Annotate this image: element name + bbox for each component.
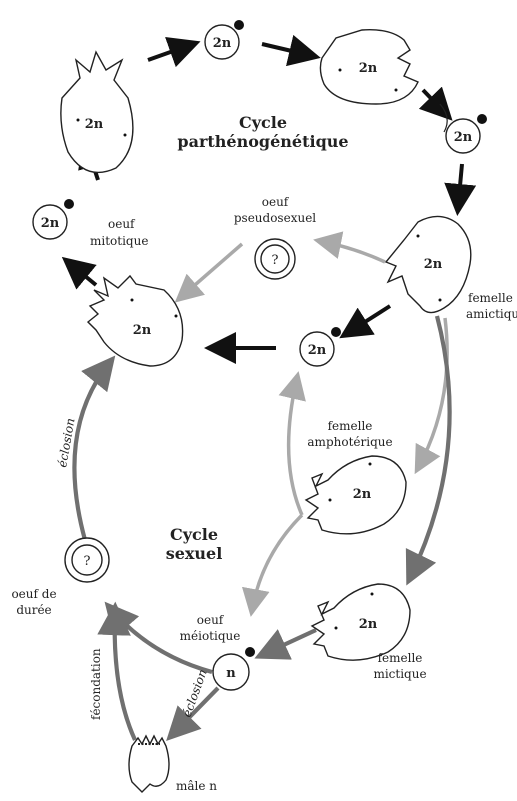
arrow-amphoteric-to-meiotic-egg <box>241 513 304 617</box>
arrow-mictic-to-meiotic-egg <box>254 628 317 660</box>
ploidy-label: 2n <box>353 487 372 502</box>
male-rotifer <box>128 734 170 793</box>
ploidy-label: 2n <box>424 257 443 272</box>
label-femelle-mictique: femelle mictique <box>373 651 426 681</box>
parthenogenetic-arrows <box>61 34 477 364</box>
arrow-amictic-to-pseudosexual-egg <box>313 231 386 264</box>
arrow-female-to-mitotic-egg <box>61 256 98 290</box>
label-line: femelle <box>378 651 423 665</box>
arrow-amictic-to-amphoteric <box>414 317 449 475</box>
question-mark: ? <box>272 253 279 268</box>
label-line: mitotique <box>90 234 148 248</box>
label-line: oeuf <box>197 613 225 627</box>
arrow-female-to-egg-top <box>147 36 201 68</box>
female-center: 2n <box>86 274 184 367</box>
label-line: femelle <box>328 419 373 433</box>
label-line: pseudosexuel <box>234 211 316 225</box>
divider-arc <box>439 103 448 133</box>
ploidy-label: 2n <box>308 343 327 358</box>
label-line: mictique <box>373 667 426 681</box>
label-line: amphotérique <box>307 435 392 449</box>
ploidy-label: 2n <box>85 117 104 132</box>
label-line: oeuf <box>262 195 290 209</box>
arrow-egg-to-amictic-female <box>444 163 477 216</box>
label-male: mâle n <box>176 779 217 793</box>
egg-mitotic: 2n <box>32 199 74 240</box>
label-sexual-cycle: Cycle sexuel <box>166 525 223 563</box>
arrow-male-fertilization <box>97 601 137 741</box>
label-line: femelle <box>468 291 513 305</box>
ploidy-label: 2n <box>41 216 60 231</box>
label-oeuf-de-duree: oeuf de durée <box>11 587 56 617</box>
label-oeuf-meiotique: oeuf méiotique <box>180 613 241 643</box>
cycle-title-line1: Cycle <box>239 113 287 132</box>
female-amictic: 2n <box>384 215 472 314</box>
label-line: amictique <box>466 307 517 321</box>
label-oeuf-pseudosexuel: oeuf pseudosexuel <box>234 195 316 225</box>
female-amphoteric: 2n <box>304 455 407 535</box>
ploidy-label: n <box>226 666 236 681</box>
sexual-arrows <box>72 315 452 742</box>
ploidy-label: 2n <box>213 36 232 51</box>
arrow-meiotic-to-male <box>166 686 220 742</box>
sexual-cycle-line2: sexuel <box>166 544 223 563</box>
sexual-cycle-line1: Cycle <box>170 525 218 544</box>
cycle-title-line2: parthénogénétique <box>177 132 348 151</box>
female-mictic: 2n <box>310 583 411 661</box>
egg-top: 2n <box>204 20 244 60</box>
label-fecondation: fécondation <box>89 648 103 720</box>
question-mark: ? <box>84 554 91 569</box>
ploidy-label: 2n <box>359 61 378 76</box>
label-line: durée <box>16 603 51 617</box>
egg-meiotic: n <box>212 647 255 691</box>
label-line: oeuf <box>108 217 136 231</box>
female-top-right: 2n <box>319 29 419 105</box>
arrow-female-to-egg-right <box>418 86 453 121</box>
amphoteric-arrows <box>174 231 449 617</box>
egg-right: 2n <box>445 114 487 154</box>
egg-resting: ? <box>64 537 110 583</box>
label-eclosion-bottom: éclosion <box>180 667 210 719</box>
ploidy-label: 2n <box>133 323 152 338</box>
ploidy-label: 2n <box>359 617 378 632</box>
label-line: méiotique <box>180 629 241 643</box>
female-top-left: 2n <box>60 50 134 174</box>
arrow-amphoteric-to-egg <box>278 371 306 516</box>
label-parthenogenetic-cycle: Cycle parthénogénétique <box>177 113 348 151</box>
ploidy-label: 2n <box>454 130 473 145</box>
egg-center: 2n <box>299 327 341 367</box>
egg-pseudosexual: ? <box>254 238 296 280</box>
label-line: oeuf de <box>11 587 56 601</box>
label-femelle-amictique: femelle amictique <box>466 291 517 321</box>
arrow-egg-to-female-top <box>261 34 321 67</box>
label-femelle-amphoterique: femelle amphotérique <box>307 419 392 449</box>
arrow-amictic-to-mictic <box>405 315 452 586</box>
arrow-pseudosexual-to-female <box>174 242 244 303</box>
arrow-resting-egg-hatching <box>72 355 116 541</box>
arrow-amictic-to-egg <box>339 304 392 339</box>
label-oeuf-mitotique: oeuf mitotique <box>90 217 148 248</box>
